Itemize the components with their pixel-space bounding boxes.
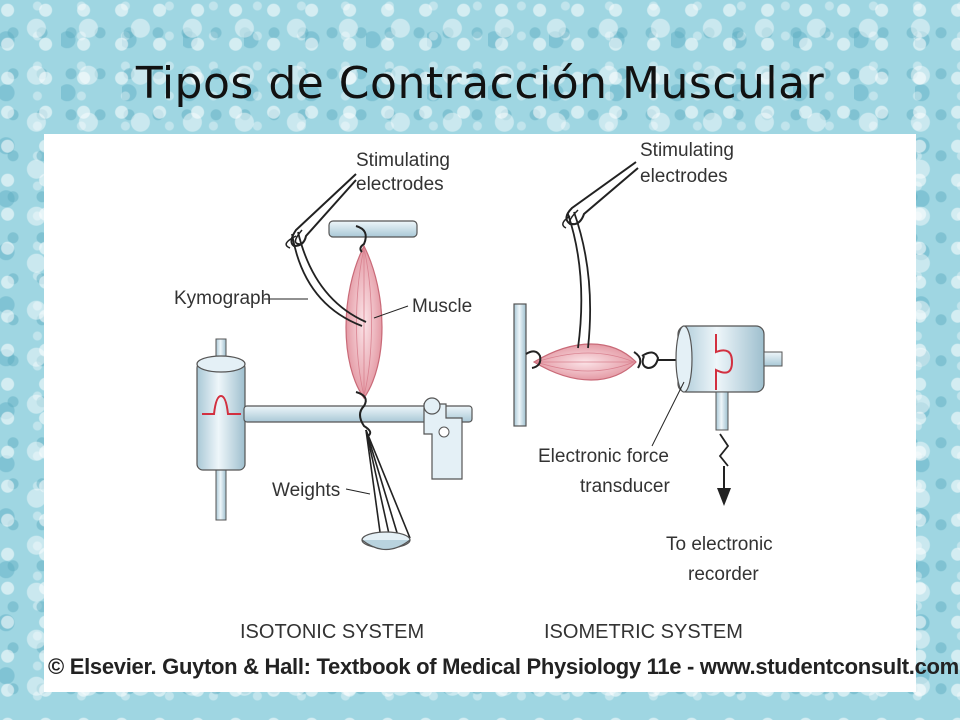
caption-isotonic: ISOTONIC SYSTEM: [240, 621, 424, 643]
copyright-credit: © Elsevier. Guyton & Hall: Textbook of M…: [48, 654, 959, 679]
figure-panel: Stimulating electrodes Kymograph Muscle …: [44, 134, 959, 692]
stimulating-electrodes-isotonic: [285, 173, 367, 327]
caption-isometric: ISOMETRIC SYSTEM: [544, 621, 743, 643]
transducer-leader: [651, 381, 685, 447]
muscle-isometric: [525, 343, 678, 381]
label-recorder-line2: recorder: [688, 564, 759, 585]
label-electrodes-isometric: electrodes: [640, 166, 728, 187]
weights-pan: [361, 429, 411, 551]
muscle-leader: [373, 305, 409, 319]
label-force-line2: transducer: [580, 476, 670, 497]
slide-title: Tipos de Contracción Muscular: [135, 58, 825, 109]
label-electrodes-isotonic: electrodes: [356, 174, 444, 195]
kymograph-drum: [196, 338, 246, 521]
wall-support: [513, 303, 527, 427]
top-clamp-bar: [328, 220, 418, 238]
label-recorder-line1: To electronic: [666, 534, 773, 555]
stimulating-electrodes-isometric: [562, 161, 639, 349]
lever-arm: [243, 397, 473, 480]
label-muscle: Muscle: [412, 296, 472, 317]
electronic-force-transducer: [675, 325, 783, 506]
label-kymograph: Kymograph: [174, 288, 271, 309]
isotonic-system: Stimulating electrodes Kymograph Muscle …: [174, 150, 473, 643]
label-stimulating-isometric: Stimulating: [640, 140, 734, 161]
label-stimulating-isotonic: Stimulating: [356, 150, 450, 171]
label-force-line1: Electronic force: [538, 446, 669, 467]
label-weights: Weights: [272, 480, 340, 501]
weights-leader: [345, 488, 371, 495]
muscle-isotonic: [345, 225, 383, 437]
isometric-system: Stimulating electrodes Electronic force …: [513, 140, 783, 643]
muscle-contraction-diagram: Stimulating electrodes Kymograph Muscle …: [174, 140, 783, 643]
